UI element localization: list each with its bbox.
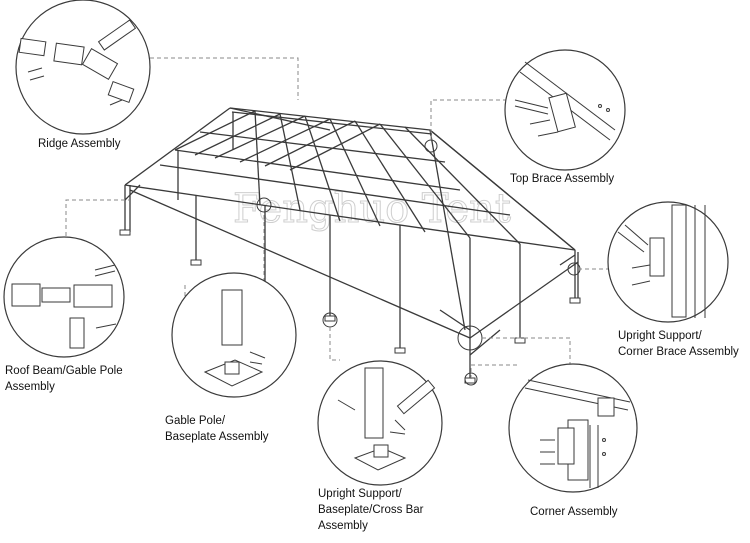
leader-lines	[65, 57, 608, 379]
upright-base-label-line3: Assembly	[318, 520, 368, 532]
rear-eave	[124, 184, 331, 216]
upright-corner-label-line2: Corner Brace Assembly	[618, 346, 739, 358]
gable-base-detail	[171, 272, 297, 398]
ridge-detail	[15, 0, 151, 135]
tent-frame	[124, 107, 579, 380]
upright-corner-detail	[607, 201, 729, 323]
corner-assembly-label: Corner Assembly	[530, 506, 618, 518]
roof-beam-label-line1: Roof Beam/Gable Pole	[5, 365, 123, 377]
corner-detail	[508, 363, 638, 493]
upright-base-detail	[317, 360, 443, 486]
gable-base-label-line2: Baseplate Assembly	[165, 431, 269, 443]
top-brace-assembly-label: Top Brace Assembly	[510, 173, 615, 185]
gable-base-label-line1: Gable Pole/	[165, 415, 226, 427]
roof-beam-label-line2: Assembly	[5, 381, 55, 393]
upright-base-label-line2: Baseplate/Cross Bar	[318, 504, 424, 516]
upright-base-label-line1: Upright Support/	[318, 488, 402, 500]
ridge-assembly-label: Ridge Assembly	[38, 138, 121, 150]
upright-corner-label-line1: Upright Support/	[618, 330, 702, 342]
top-brace-detail	[504, 49, 626, 171]
roof-beam-detail	[3, 236, 125, 358]
back-gable-rafter	[124, 107, 231, 186]
